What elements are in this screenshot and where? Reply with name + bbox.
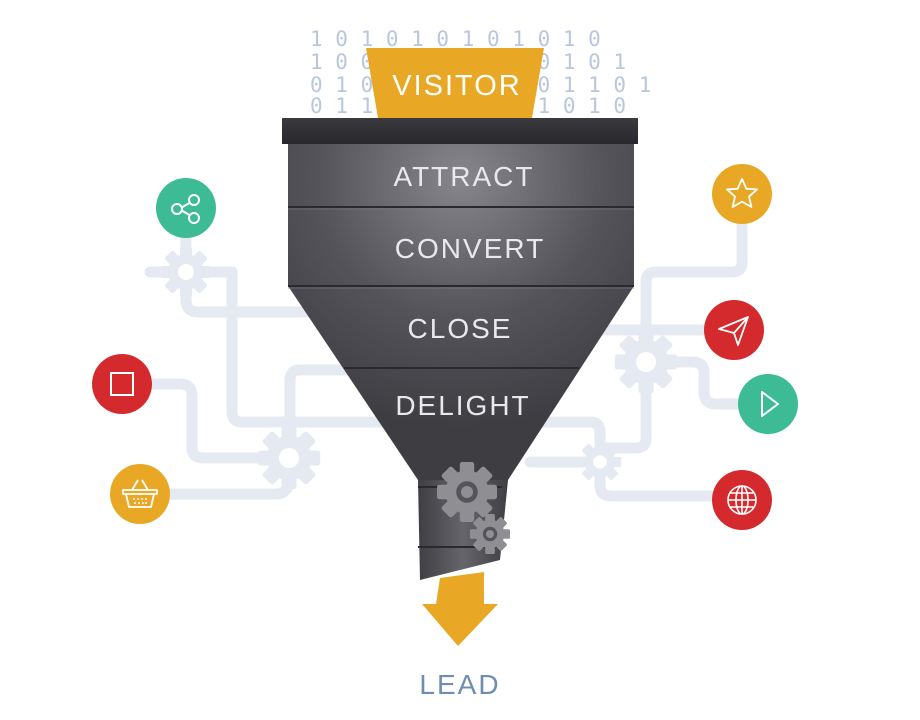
visitor-input: VISITOR: [366, 48, 544, 118]
stop-icon: [92, 354, 152, 414]
gear-icon: [614, 330, 678, 394]
gear-icon: [161, 247, 211, 297]
funnel-body: [288, 144, 634, 480]
gear-icon: [437, 462, 497, 522]
stage-label-close: CLOSE: [408, 313, 513, 344]
play-icon: [738, 374, 798, 434]
stage-label-delight: DELIGHT: [395, 390, 530, 421]
gear-icon: [578, 440, 622, 484]
funnel: ATTRACT CONVERT CLOSE DELIGHT: [282, 118, 638, 580]
star-icon: [712, 164, 772, 224]
send-icon: [704, 300, 764, 360]
lead-label: LEAD: [419, 669, 500, 700]
share-icon: [156, 178, 216, 238]
output-arrow: [422, 572, 498, 646]
visitor-label: VISITOR: [392, 70, 522, 102]
funnel-rim: [282, 118, 638, 144]
stage-label-attract: ATTRACT: [393, 161, 534, 192]
binary-row: 1 0 1 0 1 0 1 0 1 0 1 0: [310, 27, 601, 51]
basket-icon: [110, 464, 170, 524]
background-gears: [161, 247, 678, 490]
stage-label-convert: CONVERT: [395, 233, 545, 264]
gear-icon: [257, 426, 321, 490]
gear-icon: [470, 514, 510, 554]
globe-icon: [712, 470, 772, 530]
